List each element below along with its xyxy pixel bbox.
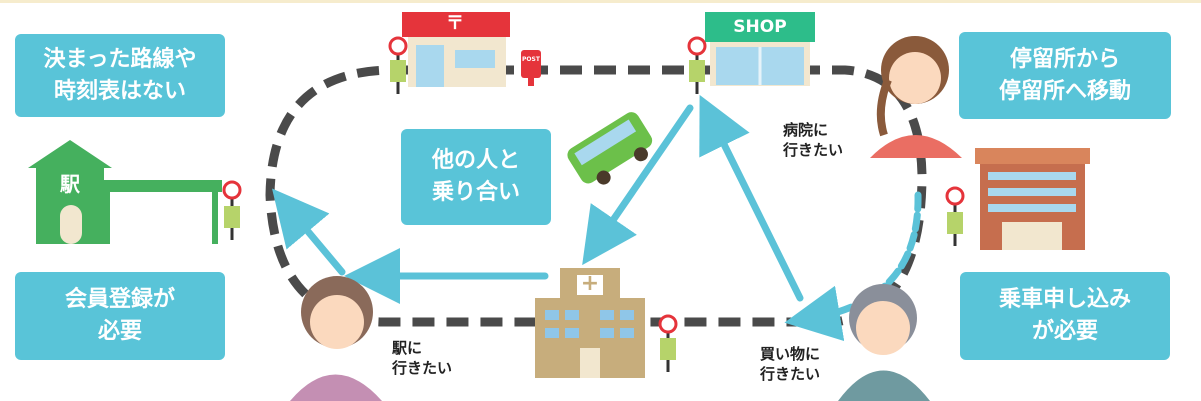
callout-membership: 会員登録が 必要 — [15, 272, 225, 360]
old-man-illustration — [838, 284, 930, 401]
callout-stop-to-stop: 停留所から 停留所へ移動 — [959, 32, 1171, 119]
caption-hospital-wish: 病院に 行きたい — [783, 121, 844, 159]
station-illustration — [28, 140, 222, 244]
arrow-man-to-shop — [699, 94, 804, 302]
old-woman-illustration — [290, 276, 382, 401]
caption-shopping-wish: 買い物に 行きたい — [760, 345, 821, 383]
station-sign: 駅 — [60, 172, 80, 196]
post-office-illustration — [402, 12, 541, 87]
top-border — [0, 0, 1201, 3]
arrow-right-curve — [784, 191, 922, 342]
arrow-woman-to-station — [272, 188, 346, 276]
woman-hospital-illustration — [870, 36, 962, 158]
bus-illustration — [567, 112, 653, 185]
callout-booking: 乗車申し込み が必要 — [960, 272, 1170, 360]
hospital-cross: + — [580, 271, 600, 296]
route-loop — [265, 65, 927, 327]
caption-station-wish: 駅に 行きたい — [392, 339, 453, 377]
shop-sign: SHOP — [733, 17, 787, 37]
hospital-illustration — [535, 268, 645, 378]
bus-stops — [222, 36, 965, 372]
shop-illustration — [705, 12, 815, 86]
callout-shared-ride: 他の人と 乗り合い — [401, 129, 551, 225]
apartment-illustration — [975, 148, 1090, 250]
movement-arrows — [272, 94, 922, 342]
post-box-label: POST — [522, 56, 540, 63]
post-office-symbol: 〒 — [446, 13, 464, 34]
callout-no-fixed-route: 決まった路線や 時刻表はない — [15, 34, 225, 117]
arrow-shop-to-hospital — [582, 104, 694, 266]
